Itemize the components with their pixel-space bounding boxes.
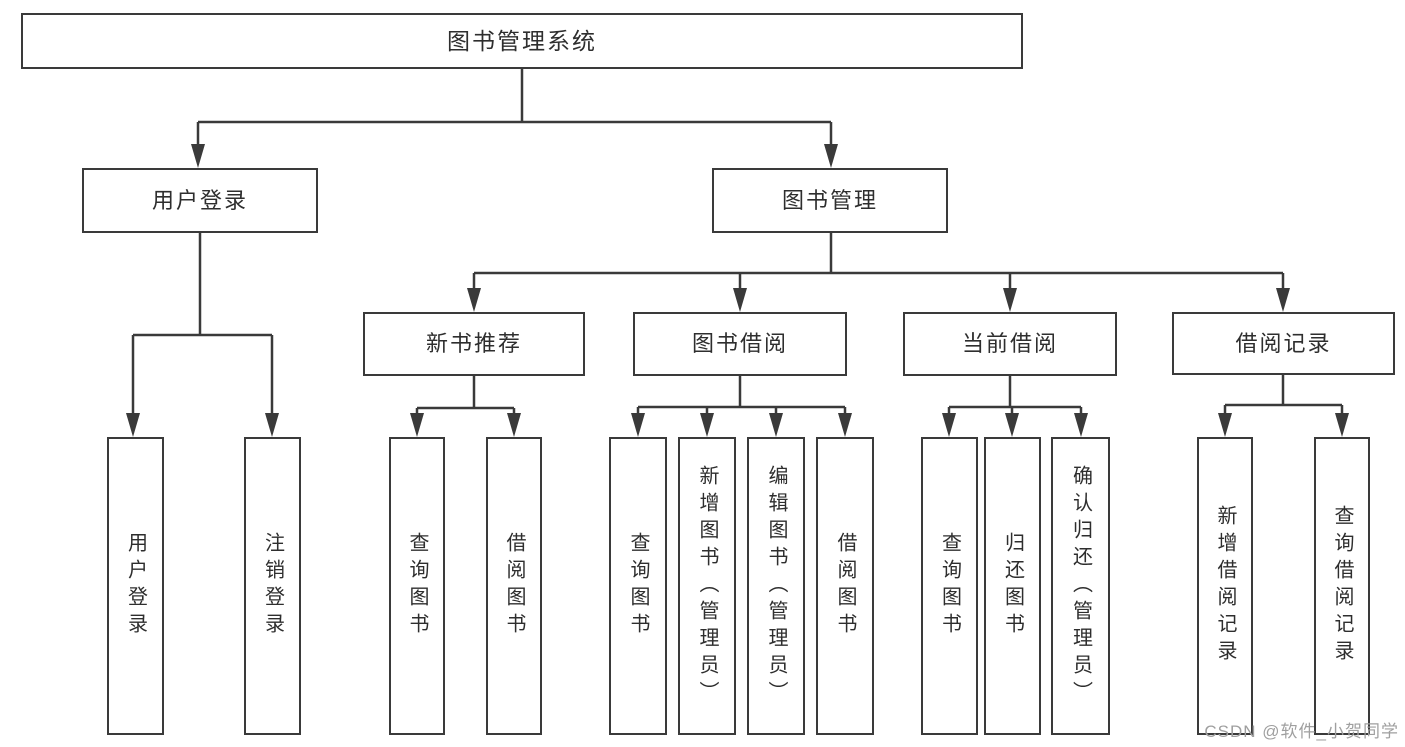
arrowheads [126, 144, 1349, 437]
arrowhead [467, 288, 481, 312]
leaf-user-login: 用户登录 [107, 437, 164, 735]
edge-borrow-records-to-leaves [1223, 375, 1344, 416]
arrowhead [1003, 288, 1017, 312]
node-current-borrow: 当前借阅 [903, 312, 1117, 376]
leaf-confirm-return-admin: 确认归还（管理员） [1051, 437, 1110, 735]
leaf-query-books-recommend: 查询图书 [389, 437, 445, 735]
node-borrow-records: 借阅记录 [1172, 312, 1395, 375]
csdn-watermark: CSDN @软件_小贺同学 [1204, 722, 1399, 741]
arrowhead [126, 413, 140, 437]
edge-new-book-recommend-to-leaves [415, 376, 516, 416]
leaf-logout-login: 注销登录 [244, 437, 301, 735]
arrowhead [1074, 413, 1088, 437]
node-root: 图书管理系统 [21, 13, 1023, 69]
node-new-book-recommend: 新书推荐 [363, 312, 585, 376]
arrowhead [733, 288, 747, 312]
leaf-borrow-books-recommend: 借阅图书 [486, 437, 542, 735]
arrowhead [507, 413, 521, 437]
arrowhead [1335, 413, 1349, 437]
edge-root-to-level2 [196, 69, 833, 148]
leaf-query-books-borrow: 查询图书 [609, 437, 667, 735]
arrowhead [410, 413, 424, 437]
leaf-query-books-current: 查询图书 [921, 437, 978, 735]
leaf-return-books: 归还图书 [984, 437, 1041, 735]
edge-book-management-to-level3 [472, 233, 1285, 291]
arrowhead [1276, 288, 1290, 312]
node-user-login: 用户登录 [82, 168, 318, 233]
leaf-query-borrow-record: 查询借阅记录 [1314, 437, 1370, 735]
arrowhead [824, 144, 838, 168]
arrowhead [838, 413, 852, 437]
edge-book-borrow-to-leaves [636, 376, 847, 416]
arrowhead [769, 413, 783, 437]
arrowhead [191, 144, 205, 168]
edge-current-borrow-to-leaves [947, 376, 1083, 416]
node-book-management: 图书管理 [712, 168, 948, 233]
edge-user-login-to-leaves [131, 233, 274, 415]
leaf-edit-books-admin: 编辑图书（管理员） [747, 437, 805, 735]
arrowhead [265, 413, 279, 437]
arrowhead [1218, 413, 1232, 437]
arrowhead [700, 413, 714, 437]
leaf-add-books-admin: 新增图书（管理员） [678, 437, 736, 735]
arrowhead [1005, 413, 1019, 437]
leaf-borrow-books: 借阅图书 [816, 437, 874, 735]
arrowhead [942, 413, 956, 437]
arrowhead [631, 413, 645, 437]
leaf-add-borrow-record: 新增借阅记录 [1197, 437, 1253, 735]
node-book-borrow: 图书借阅 [633, 312, 847, 376]
